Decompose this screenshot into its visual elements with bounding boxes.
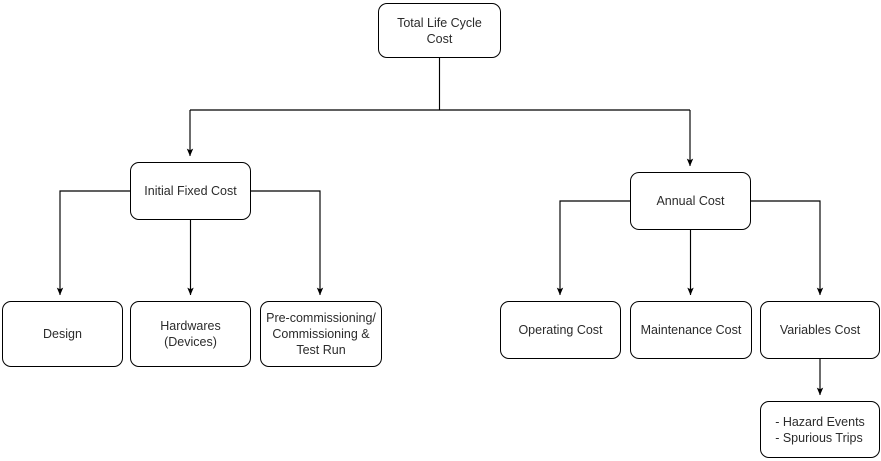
node-maintenance-cost-label: Maintenance Cost [640,323,742,337]
node-annual-cost[interactable]: Annual Cost [630,172,751,230]
node-pre-commissioning[interactable]: Pre-commissioning/ Commissioning & Test … [260,301,382,367]
node-pre-commissioning-label: Pre-commissioning/ Commissioning & Test … [266,311,376,357]
node-operating-cost-label: Operating Cost [518,323,603,337]
node-initial-fixed-cost-label: Initial Fixed Cost [144,184,237,198]
node-initial-fixed-cost[interactable]: Initial Fixed Cost [130,162,251,220]
connector-annual-to-variables [751,200,824,296]
node-design[interactable]: Design [2,301,123,367]
connector-annual-to-operating [556,200,630,296]
node-variables-cost[interactable]: Variables Cost [760,301,880,359]
node-maintenance-cost[interactable]: Maintenance Cost [630,301,752,359]
node-annual-cost-label: Annual Cost [656,194,725,208]
node-design-label: Design [43,327,82,341]
node-hazard-events-spurious-trips[interactable]: - Hazard Events - Spurious Trips [760,401,880,458]
node-total-life-cycle-cost-label: Total Life Cycle Cost [397,15,482,46]
node-variables-cost-label: Variables Cost [779,323,861,337]
node-hardwares-devices[interactable]: Hardwares (Devices) [130,301,251,367]
node-operating-cost[interactable]: Operating Cost [500,301,621,359]
node-hardwares-devices-label: Hardwares (Devices) [160,319,221,349]
node-hazard-events-spurious-trips-label: - Hazard Events - Spurious Trips [775,414,865,445]
connector-initial-to-design [56,190,130,296]
connector-initial-to-precommissioning [251,190,324,296]
node-total-life-cycle-cost[interactable]: Total Life Cycle Cost [378,3,501,58]
